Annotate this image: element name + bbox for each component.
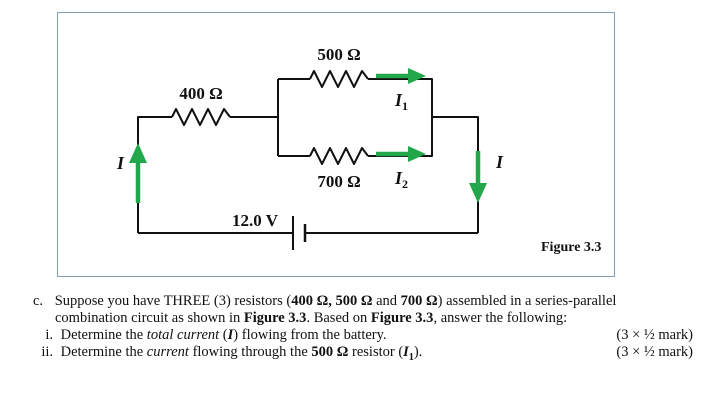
label-i1-base: I xyxy=(394,90,403,110)
intro-r3: 700 Ω xyxy=(400,293,438,309)
intro-text-2: ) assembled in a series-parallel xyxy=(437,293,617,309)
line2-fig1: Figure 3.3 xyxy=(243,310,307,326)
top-branch-wire-right xyxy=(368,78,433,117)
item-ii-c: resistor ( xyxy=(348,344,404,360)
question-label: c. xyxy=(33,293,44,309)
arrow-top-head xyxy=(408,68,426,84)
label-500-ohm: 500 Ω xyxy=(317,45,360,64)
label-current-i2: I2 xyxy=(394,168,408,191)
bottom-branch-wire-right xyxy=(368,117,433,157)
arrow-left-head xyxy=(129,143,147,163)
line2-a: combination circuit as shown in xyxy=(55,310,244,326)
item-i-a: Determine the xyxy=(60,327,147,343)
item-ii-res: 500 Ω xyxy=(311,344,349,360)
line2-b: . Based on xyxy=(306,310,371,326)
label-current-i1: I1 xyxy=(394,90,408,113)
line2-fig2: Figure 3.3 xyxy=(370,310,434,326)
intro-r2: 500 Ω xyxy=(335,293,373,309)
item-ii-marks: (3 × ½ mark) xyxy=(616,344,693,360)
item-ii-em: current xyxy=(146,344,189,360)
resistor-700-zigzag xyxy=(309,147,369,165)
resistor-500-zigzag xyxy=(309,70,369,88)
item-i-b: ( xyxy=(219,327,228,343)
item-i-marks: (3 × ½ mark) xyxy=(616,327,693,343)
label-400-ohm: 400 Ω xyxy=(179,84,222,103)
item-i-em: total current xyxy=(146,327,220,343)
line2-c: , answer the following: xyxy=(433,310,568,326)
arrow-right-head xyxy=(469,183,487,203)
circuit-diagram: 500 Ω 400 Ω 700 Ω 12.0 V I I I1 I2 Figur… xyxy=(116,45,601,255)
intro-r1: 400 Ω xyxy=(291,293,329,309)
question-item-i: i. Determine the total current (I) flowi… xyxy=(33,327,693,344)
figure-frame: 500 Ω 400 Ω 700 Ω 12.0 V I I I1 I2 Figur… xyxy=(57,12,615,277)
label-i1-sub: 1 xyxy=(402,99,408,113)
item-ii-num: ii. xyxy=(41,344,53,360)
question-block: c. Suppose you have THREE (3) resistors … xyxy=(33,293,693,366)
label-battery-voltage: 12.0 V xyxy=(232,211,279,230)
item-ii-sym: I xyxy=(403,344,409,360)
item-ii-d: ). xyxy=(413,344,423,360)
circuit-wires xyxy=(137,70,479,234)
item-ii-b: flowing through the xyxy=(188,344,312,360)
label-700-ohm: 700 Ω xyxy=(317,172,360,191)
item-i-c: ) flowing from the battery. xyxy=(233,327,387,343)
item-i-num: i. xyxy=(45,327,53,343)
intro-sep1: , xyxy=(328,293,336,309)
label-current-left: I xyxy=(116,153,125,173)
question-intro-line-2: combination circuit as shown in Figure 3… xyxy=(33,310,693,327)
label-current-right: I xyxy=(495,152,504,172)
current-arrows xyxy=(129,68,487,203)
intro-and: and xyxy=(372,293,401,309)
item-i-sym: I xyxy=(227,327,234,343)
label-i2-sub: 2 xyxy=(402,177,408,191)
figure-caption: Figure 3.3 xyxy=(541,240,601,255)
arrow-bottom-head xyxy=(408,146,426,162)
right-wire xyxy=(432,116,479,233)
item-ii-a: Determine the xyxy=(60,344,147,360)
label-i2-base: I xyxy=(394,168,403,188)
intro-text-1: Suppose you have THREE (3) resistors ( xyxy=(54,293,292,309)
question-item-ii: ii. Determine the current flowing throug… xyxy=(33,344,693,366)
left-wire xyxy=(137,116,172,233)
item-ii-sub: 1 xyxy=(408,351,414,363)
resistor-400-zigzag xyxy=(171,108,231,126)
question-intro-line-1: c. Suppose you have THREE (3) resistors … xyxy=(33,293,693,310)
